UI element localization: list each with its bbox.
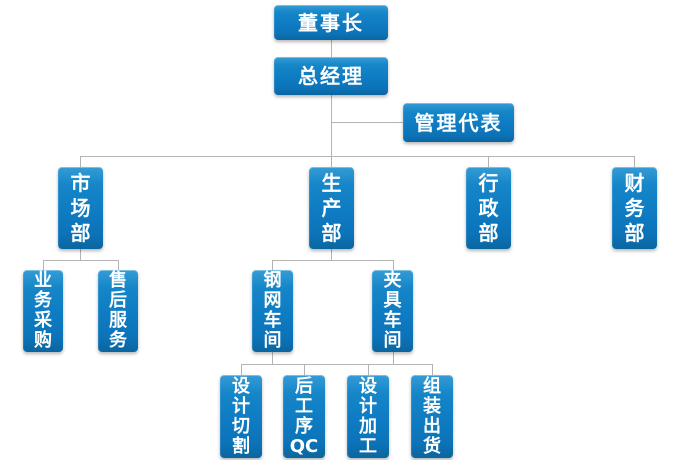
- org-node-assembly-shipping: 组装出货: [411, 375, 453, 458]
- org-node-design-cutting: 设计切割: [220, 375, 262, 458]
- connector-chairman-gm: [331, 40, 332, 57]
- connector-dept-bus: [80, 156, 635, 157]
- connector-drop-design-cutting: [241, 364, 242, 375]
- connector-marketing-stem: [80, 249, 81, 260]
- org-node-marketing-dept: 市场部: [58, 167, 103, 249]
- connector-drop-finance: [634, 156, 635, 167]
- connector-branch-mgmt-rep: [331, 122, 403, 123]
- org-node-business-purchasing: 业务采购: [23, 270, 63, 352]
- org-node-after-sales-service: 售后服务: [98, 270, 138, 352]
- connector-drop-admin: [488, 156, 489, 167]
- connector-drop-after-sales: [118, 260, 119, 270]
- connector-drop-purchasing: [43, 260, 44, 270]
- connector-drop-fixture: [393, 260, 394, 270]
- connector-drop-design-processing: [368, 364, 369, 375]
- org-node-admin-dept: 行政部: [466, 167, 511, 249]
- connector-drop-post-process-qc: [304, 364, 305, 375]
- connector-drop-assembly-shipping: [432, 364, 433, 375]
- org-node-finance-dept: 财务部: [612, 167, 657, 249]
- connector-drop-steel-mesh: [272, 260, 273, 270]
- connector-production-stem: [331, 249, 332, 260]
- org-node-general-manager: 总经理: [274, 57, 388, 95]
- org-node-fixture-workshop: 夹具车间: [372, 270, 413, 352]
- connector-workshop-bus: [241, 364, 432, 365]
- org-node-design-processing: 设计加工: [347, 375, 389, 458]
- connector-steel-mesh-stem: [272, 352, 273, 364]
- org-node-chairman: 董事长: [274, 5, 388, 40]
- connector-production-bus: [272, 260, 393, 261]
- connector-marketing-bus: [43, 260, 118, 261]
- connector-drop-marketing: [80, 156, 81, 167]
- org-node-steel-mesh-workshop: 钢网车间: [252, 270, 293, 352]
- connector-fixture-stem: [393, 352, 394, 364]
- org-node-production-dept: 生产部: [309, 167, 354, 249]
- org-node-management-rep: 管理代表: [403, 103, 514, 142]
- connector-gm-trunk: [331, 95, 332, 167]
